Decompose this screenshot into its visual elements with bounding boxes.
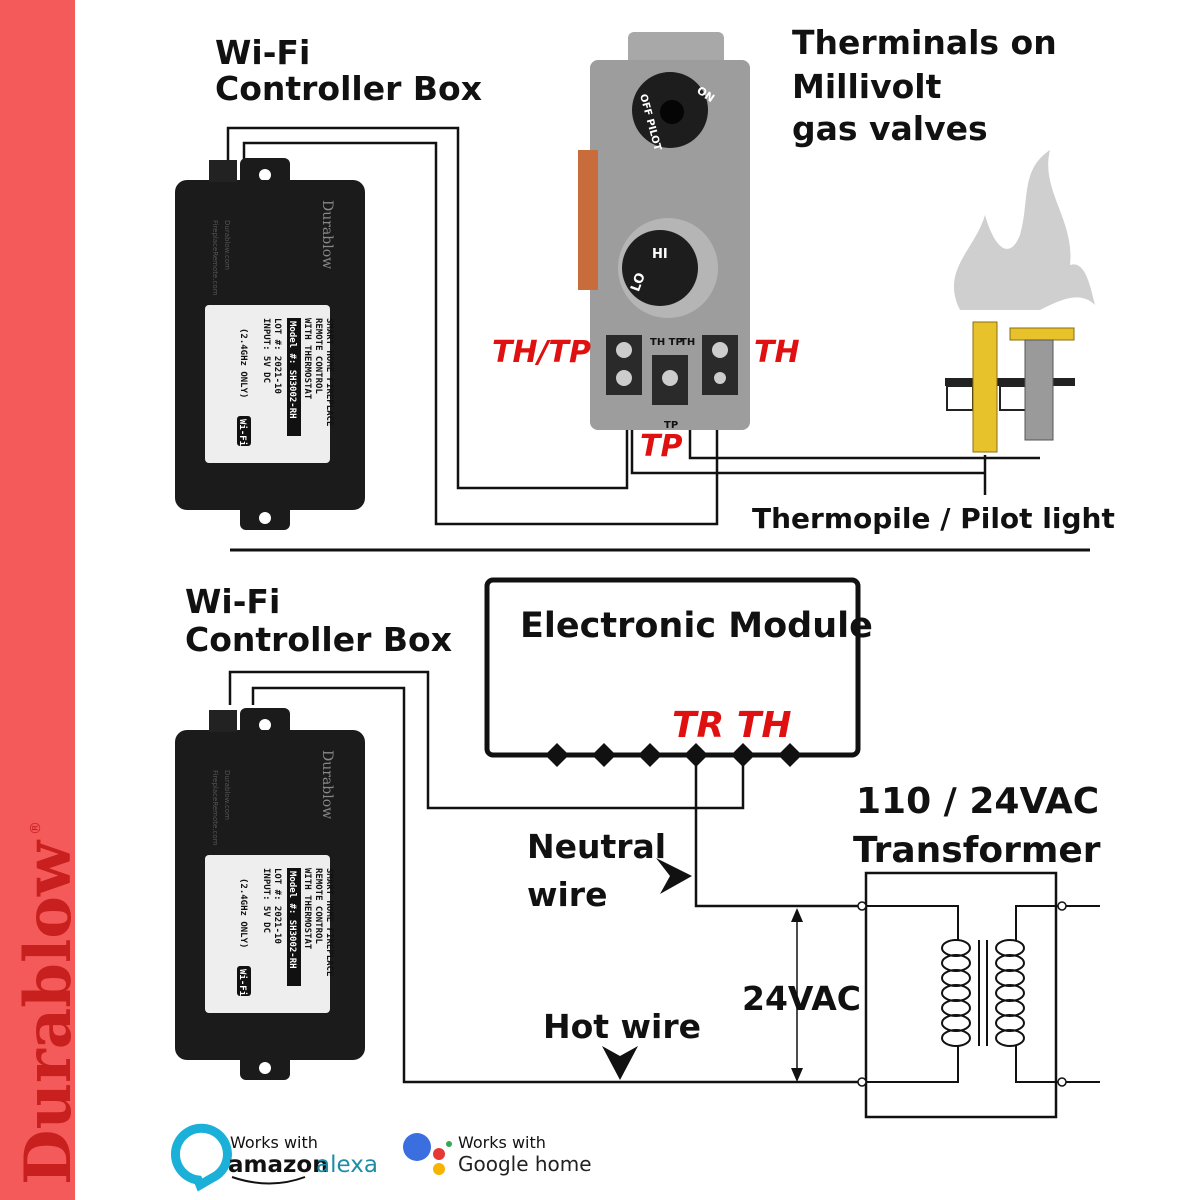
knob-lo-label: LO: [628, 271, 649, 294]
label-band: (2.4GHz ONLY): [238, 328, 248, 398]
neutral-label-2: wire: [527, 875, 607, 914]
google-name: Google home: [458, 1152, 592, 1176]
bottom-controller-box: SMART HOME FIREPLACE REMOTE CONTROL WITH…: [175, 708, 365, 1080]
label-line3: WITH THERMOSTAT: [302, 318, 312, 400]
label-line1: SMART HOME FIREPLACE: [324, 868, 334, 976]
terminal-th-tp: TH/TP: [492, 335, 591, 370]
google-dot-green: [446, 1141, 452, 1147]
wifi-badge: Wi-Fi: [237, 419, 248, 447]
box-brand: Durablow: [319, 200, 335, 269]
electronic-module: [484, 577, 861, 758]
transformer: [857, 871, 1100, 1119]
module-terminal-labels: TR TH: [672, 705, 792, 746]
wifi-badge: Wi-Fi: [237, 969, 248, 997]
label-line3: WITH THERMOSTAT: [302, 868, 312, 950]
google-dot-red: [433, 1148, 445, 1160]
transformer-title-2: Transformer: [853, 830, 1101, 871]
pilot-bracket: [945, 378, 1075, 386]
pilot-caption: Thermopile / Pilot light: [752, 502, 1115, 535]
label-lot: LOT #: 2021-10: [272, 868, 282, 944]
bottom-controller-title-1: Wi-Fi: [185, 582, 280, 621]
wire-pilot-2: [688, 430, 1040, 460]
top-controller-title-2: Controller Box: [215, 69, 482, 108]
neutral-arrow-icon: [656, 858, 692, 894]
box-label: SMART HOME FIREPLACE REMOTE CONTROL WITH…: [237, 318, 334, 447]
neutral-label-1: Neutral: [527, 827, 666, 866]
label-model: Model #: SH3002-RH: [287, 871, 297, 969]
label-model: Model #: SH3002-RH: [287, 321, 297, 419]
stamp-th: TH: [680, 337, 695, 348]
box-website1: Durablow.com: [223, 220, 231, 270]
box-website1: Durablow.com: [223, 770, 231, 820]
box-brand: Durablow: [319, 750, 335, 819]
wire-th: [242, 141, 719, 526]
valve-title-2: Millivolt: [792, 67, 942, 106]
terminal-th: TH: [754, 335, 800, 370]
label-lot: LOT #: 2021-10: [272, 318, 282, 394]
box-website2: FireplaceRemote.com: [211, 770, 219, 846]
voltage-label: 24VAC: [742, 979, 861, 1018]
amazon-smile-icon: [231, 1176, 306, 1185]
top-controller-title-1: Wi-Fi: [215, 33, 310, 72]
wire-neutral: [694, 755, 866, 908]
stamp-tp: TP: [664, 420, 678, 431]
alexa-amazon: amazon: [228, 1152, 329, 1178]
alexa-badge: Works with amazon alexa: [170, 1123, 378, 1192]
valve-title-3: gas valves: [792, 109, 988, 148]
label-line2: REMOTE CONTROL: [313, 318, 323, 394]
thermopile: [972, 321, 998, 453]
alexa-works-with: Works with: [230, 1133, 318, 1152]
stamp-th-tp: TH TP: [650, 337, 683, 348]
label-line1: SMART HOME FIREPLACE: [324, 318, 334, 426]
pilot-burner: [1024, 339, 1054, 441]
wire-th-tp: [226, 126, 629, 490]
top-controller-box: SMART HOME FIREPLACE REMOTE CONTROL WITH…: [175, 158, 365, 530]
registered-mark: ®: [28, 821, 44, 835]
wire-hot: [251, 686, 866, 1084]
brand-strip: [0, 0, 75, 1200]
hot-arrow-icon: [602, 1046, 638, 1080]
valve-title-1: Therminals on: [792, 23, 1057, 62]
box-label: SMART HOME FIREPLACE REMOTE CONTROL WITH…: [237, 868, 334, 997]
bottom-controller-title-2: Controller Box: [185, 620, 452, 659]
hot-wire-label: Hot wire: [543, 1007, 701, 1046]
label-input: INPUT: 5V DC: [261, 318, 271, 383]
label-line2: REMOTE CONTROL: [313, 868, 323, 944]
alexa-ring-icon: [170, 1123, 232, 1192]
alexa-name: alexa: [316, 1152, 378, 1178]
google-dot-blue: [403, 1133, 431, 1161]
box-website2: FireplaceRemote.com: [211, 220, 219, 296]
label-band: (2.4GHz ONLY): [238, 878, 248, 948]
gas-valve: ON OFF PILOT HI LO TH TP TH TP: [578, 32, 750, 431]
wire-th-bottom: [228, 670, 745, 810]
transformer-title-1: 110 / 24VAC: [856, 781, 1099, 822]
module-terminals: [545, 743, 802, 767]
module-title: Electronic Module: [520, 606, 873, 646]
brand-logo: Durablow: [11, 839, 86, 1185]
knob-hi-label: HI: [652, 247, 668, 262]
google-dot-yellow: [433, 1163, 445, 1175]
google-works-with: Works with: [458, 1133, 546, 1152]
flame-icon: [953, 150, 1095, 310]
label-input: INPUT: 5V DC: [261, 868, 271, 933]
wire-tp-pilot: [630, 430, 985, 475]
google-home-badge: Works with Google home: [403, 1133, 592, 1176]
terminal-tp: TP: [640, 429, 682, 464]
